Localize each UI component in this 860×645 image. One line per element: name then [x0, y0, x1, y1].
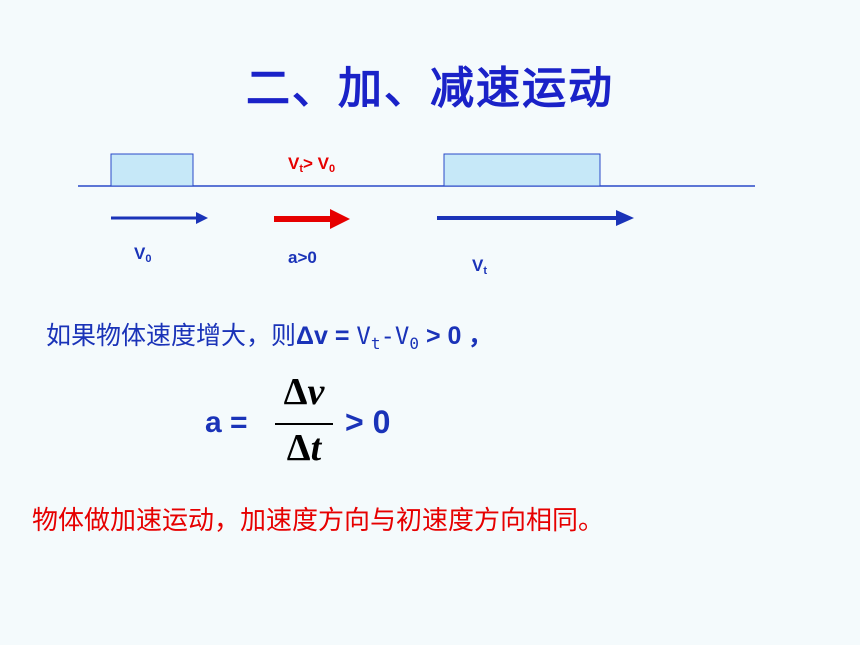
acceleration-arrow	[274, 209, 350, 229]
slide-title: 二、加、减速运动	[246, 63, 614, 114]
vt-minus-v0: Vt-V0	[356, 322, 420, 353]
acceleration-label: a>0	[288, 248, 317, 267]
velocity-condition-label: Vt> V0	[288, 154, 336, 175]
object-block-final	[443, 153, 601, 187]
object-block-initial	[110, 153, 194, 187]
vt-label: Vt	[472, 256, 488, 277]
conclusion-text: 物体做加速运动，加速度方向与初速度方向相同。	[32, 506, 605, 536]
formula-denominator: Δt	[286, 427, 322, 469]
formula-rhs: > 0	[345, 404, 391, 440]
velocity-change-statement: 如果物体速度增大，则Δv = Vt-V0 > 0 ，	[46, 316, 493, 353]
v0-label: V0	[134, 244, 152, 265]
v0-arrow	[111, 212, 208, 224]
fraction-bar	[275, 423, 333, 425]
vt-arrow	[437, 210, 634, 226]
statement-text: 如果物体速度增大，则	[46, 321, 297, 350]
acceleration-formula: a = Δv Δt > 0	[205, 370, 465, 480]
motion-diagram: Vt> V0 V0 a>0 Vt	[0, 140, 860, 290]
delta-v-term: Δv =	[296, 322, 357, 350]
formula-numerator: Δv	[283, 371, 325, 413]
greater-than-zero: > 0 ，	[419, 322, 494, 350]
motion-diagram-graphic	[78, 153, 755, 229]
formula-lhs: a =	[205, 406, 248, 439]
